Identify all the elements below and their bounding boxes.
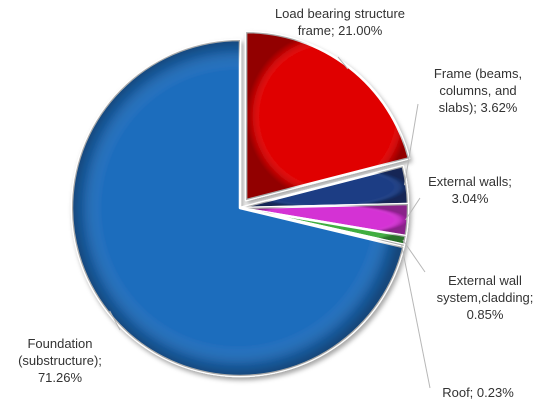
data-label-roof: Roof; 0.23% <box>442 385 514 400</box>
leader-line-frame-beams-columns-and-slabs <box>403 103 419 186</box>
leader-line-external-walls <box>405 197 421 221</box>
leader-line-external-wall-system-cladding <box>402 239 426 273</box>
slice-load-bearing-structure-frame <box>244 30 411 202</box>
data-label-foundation-substructure: Foundation(substructure);71.26% <box>18 336 102 385</box>
leader-line-load-bearing-structure-frame <box>337 56 349 70</box>
data-label-external-walls: External walls;3.04% <box>428 174 512 206</box>
slice-frame-beams-columns-and-slabs <box>238 164 410 210</box>
leader-line-foundation-substructure <box>109 310 121 331</box>
pie-slices <box>70 30 411 378</box>
leader-line-roof <box>401 245 431 389</box>
leader-lines <box>109 56 431 389</box>
slice-external-walls <box>238 202 410 238</box>
slice-foundation-substructure <box>70 38 405 378</box>
